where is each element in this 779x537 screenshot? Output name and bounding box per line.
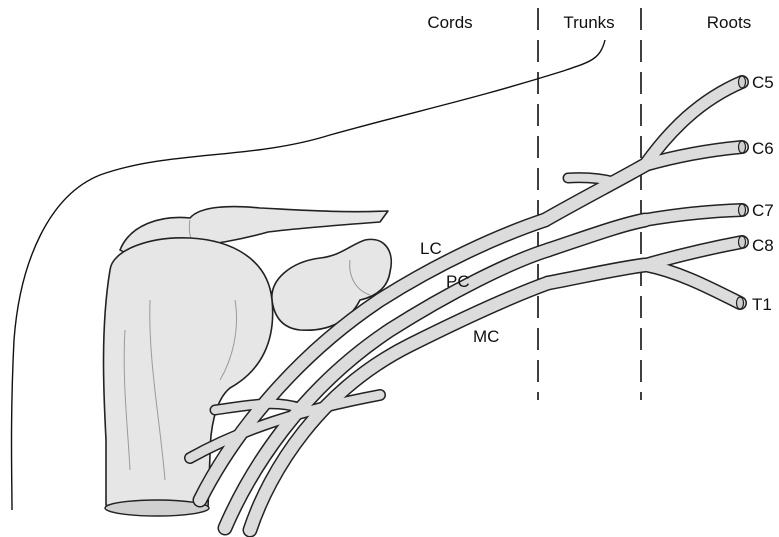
root-label-c7: C7 [752,201,774,220]
cord-label-lateral: LC [420,239,442,258]
cord-label-medial: MC [473,327,499,346]
roots-heading: Roots [707,13,751,32]
root-cut-end-4 [739,236,746,248]
root-cut-end-3 [739,204,746,216]
root-label-t1: T1 [752,295,772,314]
t1-root-nerve [645,265,740,303]
root-label-c5: C5 [752,73,774,92]
root-label-c6: C6 [752,139,774,158]
cord-label-posterior: PC [446,272,470,291]
root-cut-end-1 [739,76,746,88]
cords-heading: Cords [427,13,472,32]
middle-trunk-nerve [548,220,645,250]
root-label-c8: C8 [752,236,774,255]
trunks-heading: Trunks [563,13,614,32]
suprascapular-branch-nerve [568,178,615,182]
scapula-bone [272,239,391,330]
root-cut-end-5 [737,297,744,309]
root-cut-end-2 [739,141,746,153]
